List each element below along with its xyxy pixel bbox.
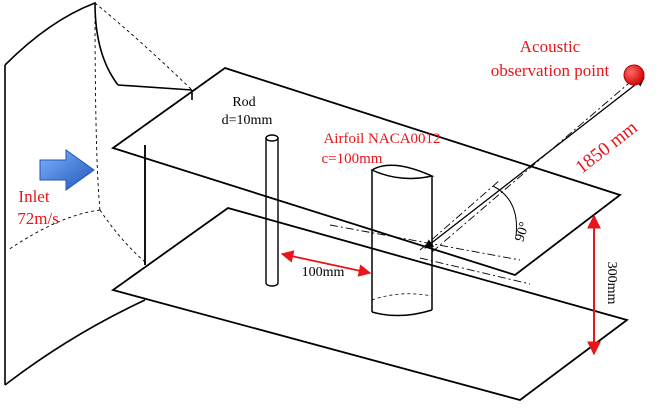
acoustic-label-line1: Acoustic bbox=[520, 37, 581, 56]
airfoil-body bbox=[370, 164, 435, 317]
blue-flow-arrow-icon bbox=[39, 149, 95, 191]
inlet-nozzle bbox=[4, 1, 193, 386]
rod-cylinder bbox=[265, 134, 279, 287]
red-dot-icon bbox=[623, 64, 645, 86]
airfoil-label-line1: Airfoil NACA0012 bbox=[323, 131, 440, 147]
spacing-label: 100mm bbox=[302, 265, 345, 280]
upper-plate bbox=[111, 67, 622, 276]
inlet-label-line1: Inlet bbox=[18, 187, 49, 206]
rod-label-line2: d=10mm bbox=[222, 113, 273, 128]
airfoil-label-line2: c=100mm bbox=[322, 151, 383, 167]
height-label: 300mm bbox=[604, 262, 619, 305]
angle-label: 90° bbox=[513, 220, 533, 243]
lower-plate bbox=[110, 207, 630, 401]
rod-label-line1: Rod bbox=[232, 95, 255, 110]
centerline-upper bbox=[329, 224, 521, 261]
spacing-arrow bbox=[280, 250, 372, 277]
observer-centerline bbox=[431, 77, 636, 253]
inlet-label-line2: 72m/s bbox=[17, 209, 59, 228]
centerline-lower bbox=[419, 257, 531, 285]
distance-arrow bbox=[424, 77, 645, 249]
acoustic-label-line2: observation point bbox=[491, 61, 610, 80]
angle-arc bbox=[492, 185, 518, 237]
